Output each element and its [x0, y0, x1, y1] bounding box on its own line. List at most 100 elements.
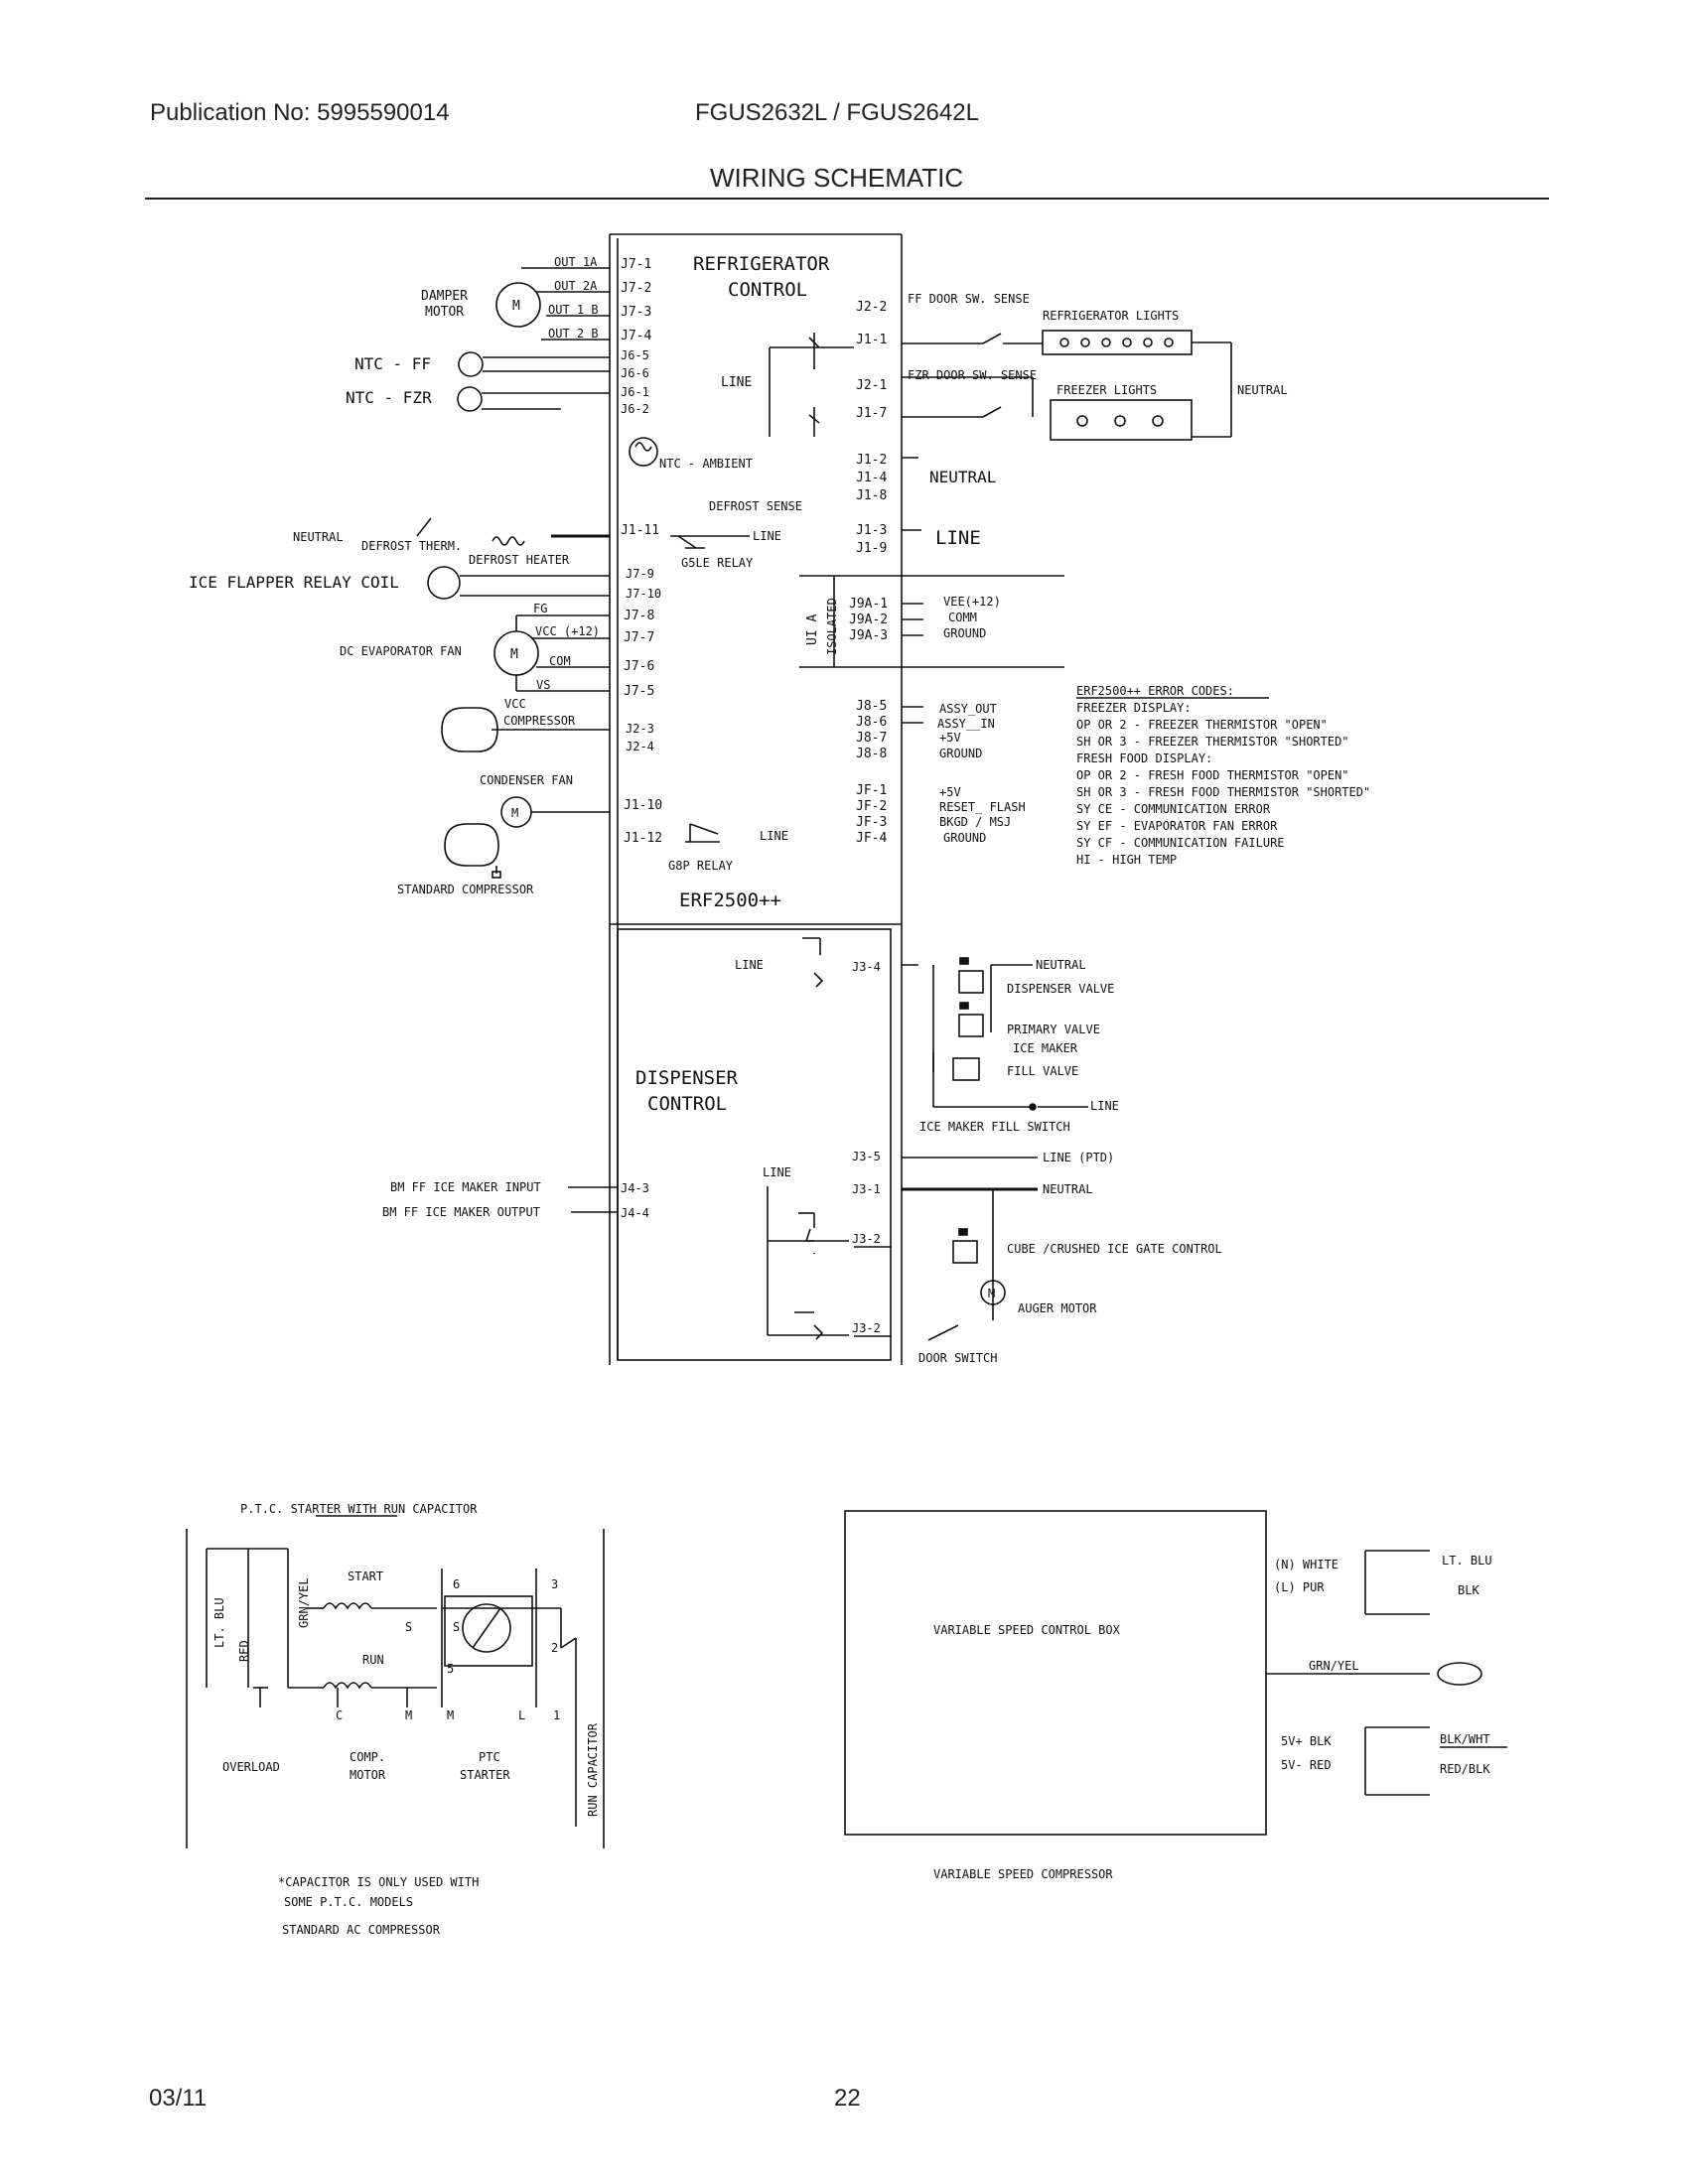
bm-output-label: BM FF ICE MAKER OUTPUT: [382, 1205, 540, 1219]
pin-label: J1-11: [621, 523, 659, 538]
run-capacitor-label: RUN CAPACITOR: [586, 1722, 600, 1817]
pin-label: J7-3: [621, 305, 651, 320]
variable-speed-diagram: VARIABLE SPEED CONTROL BOX (N) WHITE (L)…: [844, 1510, 1507, 1881]
pin-label: J7-2: [621, 281, 651, 296]
neutral2-label: NEUTRAL: [1043, 1182, 1093, 1196]
ntc-thermistors: NTC - FF NTC - FZR: [346, 351, 610, 412]
vcc-label: VCC: [504, 697, 526, 711]
pin-label: J2-1: [856, 378, 887, 393]
ptc-starter-diagram: P.T.C. STARTER WITH RUN CAPACITOR LT. BL…: [186, 1502, 605, 1937]
standard-compressor-symbol: [444, 823, 499, 867]
m-label: M: [405, 1708, 412, 1722]
svg-text:M: M: [511, 806, 518, 820]
damper-motor-symbol: [495, 282, 541, 328]
neutral-big-label: NEUTRAL: [929, 468, 996, 486]
s-label-2: S: [453, 1620, 460, 1634]
c-label: C: [336, 1708, 343, 1722]
start-label: START: [348, 1570, 383, 1583]
red-label: RED: [237, 1640, 251, 1662]
pin-label: J1-8: [856, 488, 887, 503]
n2-label: 2: [551, 1641, 558, 1655]
title-rule: [145, 198, 1549, 200]
ptc-thermistor-box: [444, 1595, 533, 1667]
dispenser-control: DISPENSER CONTROL LINE J3-4 J3-5 LINE (P…: [382, 937, 1114, 1340]
publication-number: Publication No: 5995590014: [150, 99, 450, 126]
damper-motor-group: OUT 1A OUT 2A OUT 1 B OUT 2 B M DAMPER M…: [421, 255, 610, 341]
ff-door-sw-label: FF DOOR SW. SENSE: [908, 292, 1030, 306]
ice-flapper-coil: [427, 566, 461, 600]
ground3-label: GROUND: [943, 831, 986, 845]
error-codes-title: ERF2500++ ERROR CODES:: [1076, 684, 1234, 698]
n3-label: 3: [551, 1577, 558, 1591]
lt-blu-vsc-label: LT. BLU: [1442, 1554, 1492, 1568]
pin-label: J7-6: [624, 659, 654, 674]
control-title-2: CONTROL: [728, 279, 807, 301]
left-pin-labels: J7-1 J7-2 J7-3 J7-4 J6-5 J6-6 J6-1 J6-2 …: [621, 257, 662, 846]
pin-label: J3-1: [852, 1182, 881, 1196]
pin-label: J9A-3: [849, 628, 888, 643]
vsc-compressor-symbol: [441, 707, 498, 752]
vs-label: VS: [536, 678, 550, 692]
footer-date: 03/11: [149, 2085, 208, 2112]
error-code-line: OP OR 2 - FRESH FOOD THERMISTOR "OPEN": [1076, 768, 1349, 782]
refrigerator-control-board: REFRIGERATOR CONTROL ERF2500++: [609, 233, 903, 1365]
right-pin-labels: J2-2 J1-1 J2-1 J1-7 J1-2 J1-4 J1-8 J1-3 …: [849, 300, 888, 846]
control-title-1: REFRIGERATOR: [693, 253, 830, 275]
out-label: OUT 2 B: [548, 327, 599, 341]
pin-label: J7-9: [626, 567, 654, 581]
n-white-label: (N) WHITE: [1274, 1558, 1338, 1571]
blk-wht-label: BLK/WHT: [1440, 1732, 1490, 1746]
run-label: RUN: [362, 1653, 384, 1667]
auger-group: CUBE /CRUSHED ICE GATE CONTROL M AUGER M…: [918, 1189, 1222, 1365]
damper-motor-label: MOTOR: [425, 305, 464, 320]
pin-label: J9A-1: [849, 597, 888, 612]
pin-label: J3-5: [852, 1150, 881, 1163]
pin-label: J2-2: [856, 300, 887, 315]
ice-maker-label: ICE MAKER: [1013, 1041, 1078, 1055]
auger-motor-label: AUGER MOTOR: [1018, 1301, 1097, 1315]
board-name: ERF2500++: [679, 889, 781, 911]
g5le-relay-label: G5LE RELAY: [681, 556, 754, 570]
ice-gate-solenoid: [952, 1240, 978, 1264]
pin-label: J6-5: [621, 348, 649, 362]
j8-jf-connectors: ASSY_OUT ASSY__IN +5V GROUND +5V RESET_ …: [902, 702, 1026, 845]
plus5v-label: +5V: [939, 731, 961, 745]
capacitor-note: SOME P.T.C. MODELS: [284, 1895, 413, 1909]
dispenser-title-1: DISPENSER: [635, 1067, 739, 1089]
dc-evap-fan-label: DC EVAPORATOR FAN: [340, 644, 462, 658]
m-label-2: M: [447, 1708, 454, 1722]
defrost-sense-label: DEFROST SENSE: [709, 499, 802, 513]
pin-label: J6-2: [621, 402, 649, 416]
cube-crushed-label: CUBE /CRUSHED ICE GATE CONTROL: [1007, 1242, 1222, 1256]
fzr-door-sw-label: FZR DOOR SW. SENSE: [908, 368, 1037, 382]
line-big-label: LINE: [935, 527, 981, 549]
vsc-caption: VARIABLE SPEED COMPRESSOR: [933, 1867, 1113, 1881]
pin-label: J1-12: [624, 831, 662, 846]
n6-label: 6: [453, 1577, 460, 1591]
valves-group: NEUTRAL DISPENSER VALVE PRIMARY VALVE IC…: [919, 957, 1119, 1134]
assy-out-label: ASSY_OUT: [939, 702, 997, 716]
defrost-group: NEUTRAL DEFROST THERM. DEFROST HEATER IC…: [189, 517, 610, 600]
line-label: LINE: [1090, 1099, 1119, 1113]
pin-label: J1-7: [856, 406, 887, 421]
pin-label: J8-7: [856, 731, 887, 746]
error-code-line: OP OR 2 - FREEZER THERMISTOR "OPEN": [1076, 718, 1328, 732]
pin-label: J7-1: [621, 257, 651, 272]
comp-motor-label: MOTOR: [350, 1768, 386, 1782]
defrost-heater-label: DEFROST HEATER: [469, 553, 570, 567]
freezer-lights-box: [1050, 399, 1193, 441]
condenser-fan-label: CONDENSER FAN: [480, 773, 573, 787]
ptc-starter-label: STARTER: [460, 1768, 510, 1782]
grn-yel-label: GRN/YEL: [297, 1577, 311, 1628]
pin-label: J1-9: [856, 541, 887, 556]
fg-label: FG: [533, 602, 547, 615]
pin-label: J1-2: [856, 453, 887, 468]
start-winding: [323, 1602, 372, 1610]
pin-label: J4-4: [621, 1206, 649, 1220]
assy-in-label: ASSY__IN: [937, 717, 995, 731]
refrigerator-lights-box: [1042, 330, 1193, 355]
neutral-label: NEUTRAL: [293, 530, 344, 544]
compressor-group: VCC COMPRESSOR CONDENSER FAN M STANDARD …: [397, 697, 610, 896]
n5-label: 5: [447, 1662, 454, 1676]
